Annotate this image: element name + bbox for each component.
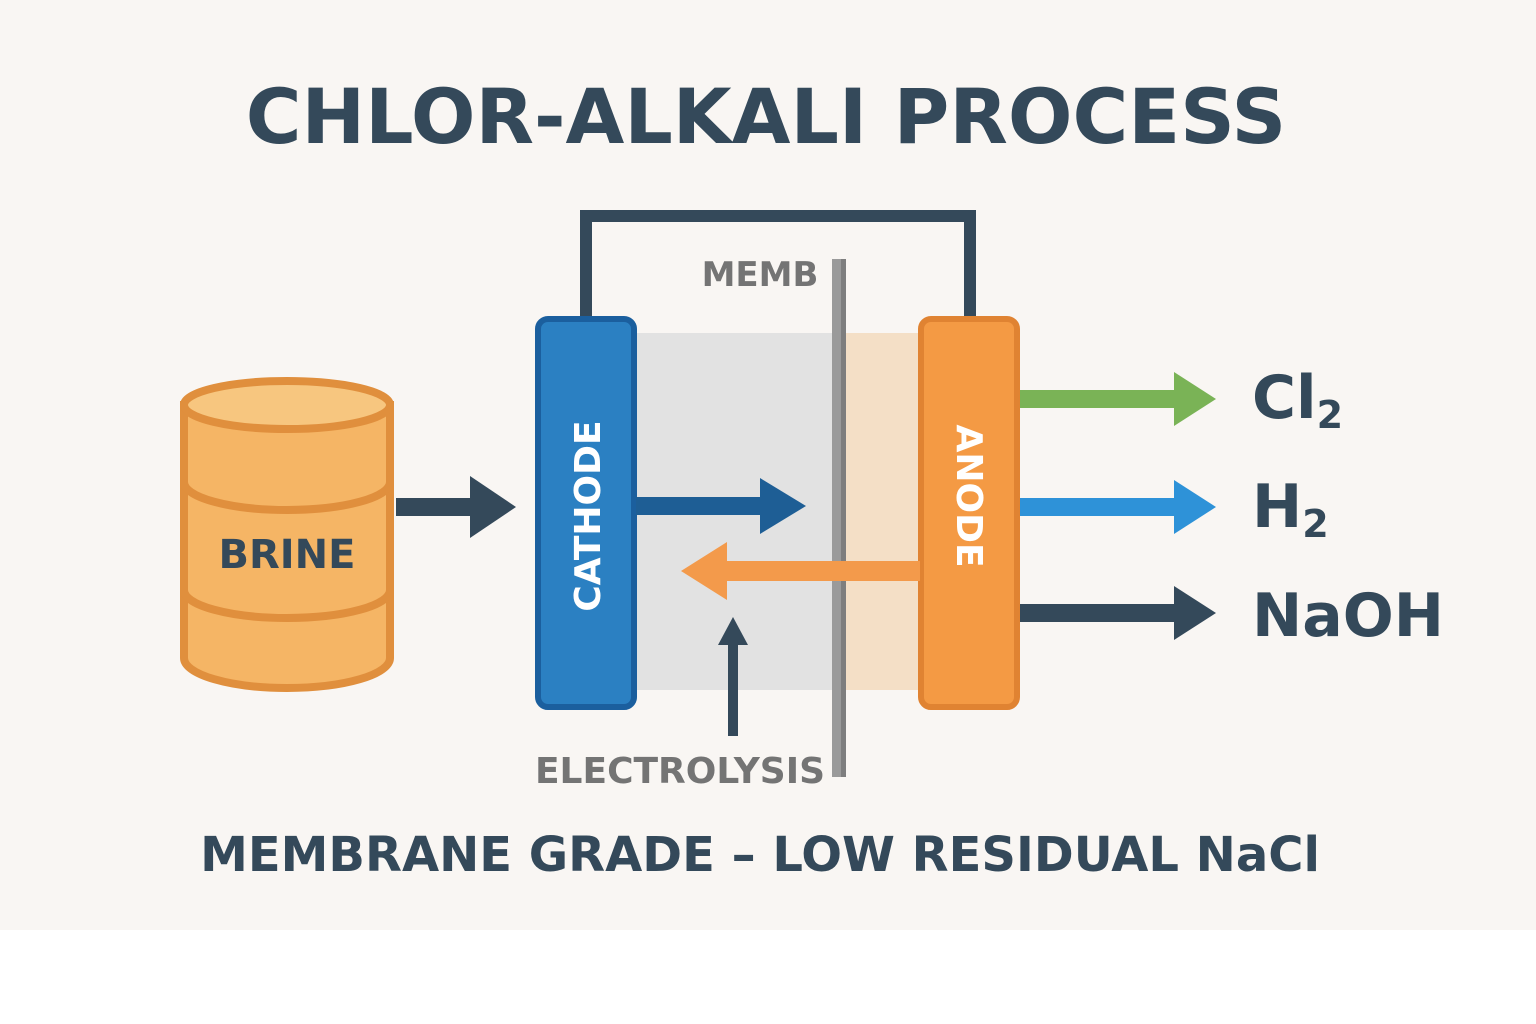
circuit-wire [580, 210, 976, 320]
tank-top [180, 377, 394, 433]
cathode-electrode [535, 316, 637, 710]
output-label-cl2: Cl2 [1252, 363, 1343, 437]
output-h2-subscript: 2 [1302, 502, 1328, 546]
output-naoh-base: NaOH [1252, 581, 1444, 651]
electrolysis-label: ELECTROLYSIS [535, 751, 825, 792]
tank-band-2 [180, 589, 394, 622]
anode-electrode [918, 316, 1020, 710]
membrane-label: MEMB [702, 255, 819, 295]
page-subtitle: MEMBRANE GRADE – LOW RESIDUAL NaCl [200, 827, 1320, 883]
anode-flow-arrow [681, 542, 920, 600]
output-cl2-base: Cl [1252, 363, 1317, 433]
cathode-label: CATHODE [568, 420, 609, 611]
output-label-naoh: NaOH [1252, 581, 1444, 651]
cathode-flow-arrow [636, 478, 806, 534]
output-arrow-naoh [1020, 586, 1216, 640]
feed-arrow [396, 476, 516, 538]
tank-label: BRINE [219, 532, 356, 578]
brine-tank: BRINE [180, 377, 394, 692]
page-title: CHLOR-ALKALI PROCESS [246, 72, 1286, 161]
electrolysis-arrow [718, 617, 748, 736]
tank-band-1 [180, 481, 394, 514]
membrane-bar-shade [841, 259, 846, 777]
output-label-h2: H2 [1252, 472, 1329, 546]
output-cl2-subscript: 2 [1317, 393, 1343, 437]
output-h2-base: H [1252, 472, 1302, 542]
output-arrow-cl2 [1020, 372, 1216, 426]
output-arrow-h2 [1020, 480, 1216, 534]
anode-compartment [846, 333, 922, 690]
anode-label: ANODE [948, 424, 989, 567]
